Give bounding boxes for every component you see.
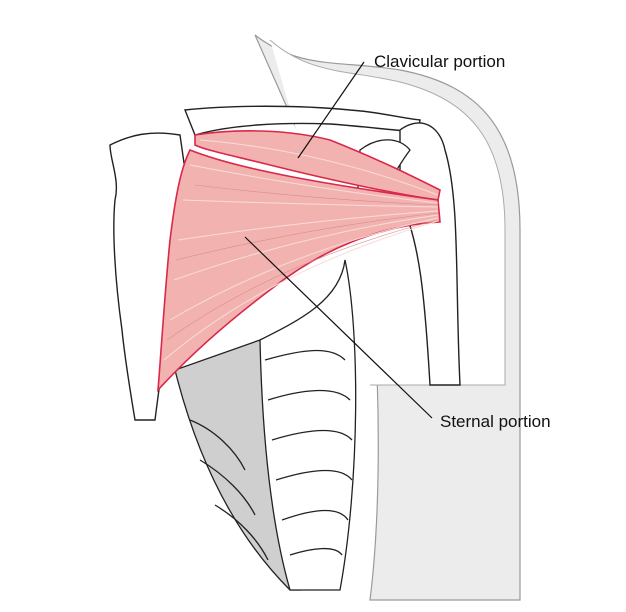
ribs — [189, 349, 353, 561]
clavicular-portion-label: Clavicular portion — [374, 52, 506, 71]
ribcage-right — [259, 259, 357, 591]
sternal-leader-line — [244, 236, 433, 419]
clavicular-leader-line — [297, 61, 365, 159]
pectoralis-sternal — [157, 148, 441, 393]
sternal-portion-label: Sternal portion — [440, 412, 551, 431]
fiber-lines-dark — [166, 184, 439, 341]
muscle-fibers — [163, 139, 439, 361]
